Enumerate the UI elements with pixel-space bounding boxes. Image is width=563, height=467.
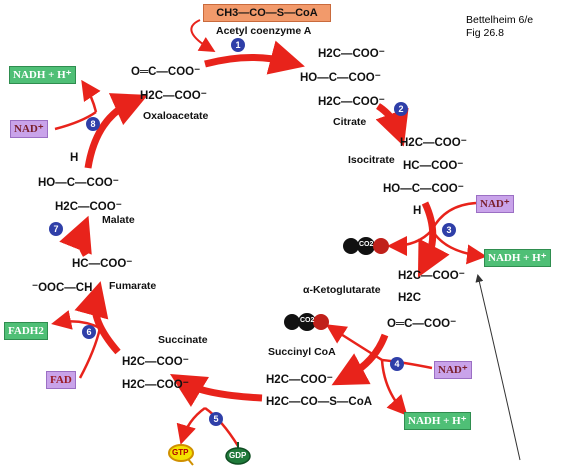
arrow-step-8 [84, 93, 148, 169]
pointer-line [475, 274, 521, 461]
nad-box-step-8: NAD⁺ [10, 120, 48, 138]
fumarate-label: Fumarate [109, 280, 157, 292]
arrow-co2-out-3 [387, 229, 433, 256]
alpha-ketoglutarate-line-1: H2C—COO⁻ [398, 270, 465, 282]
isocitrate-line-4: H [413, 205, 422, 217]
citrate-line-1: H2C—COO⁻ [318, 48, 385, 60]
arrow-step-4 [331, 333, 389, 386]
arrow-nadh-out-3 [430, 229, 487, 265]
fumarate-line-2: ⁻OOC—CH [32, 282, 93, 294]
citrate-line-2: HO—C—COO⁻ [300, 72, 381, 84]
arrow-step-3 [417, 201, 450, 278]
isocitrate-line-2: HC—COO⁻ [403, 160, 464, 172]
step-badge-6: 6 [82, 325, 96, 339]
gtp-badge [168, 444, 194, 466]
citrate-line-3: H2C—COO⁻ [318, 96, 385, 108]
citrate-label: Citrate [333, 116, 367, 128]
step-badge-7: 7 [49, 222, 63, 236]
succinate-label: Succinate [158, 334, 208, 346]
arrow-fadh2-out-6 [51, 310, 101, 330]
alpha-ketoglutarate-line-3: O═C—COO⁻ [387, 318, 457, 330]
succinyl-coa-label: Succinyl CoA [268, 346, 336, 358]
arrow-gtp-out-5 [176, 406, 206, 445]
succinate-line-1: H2C—COO⁻ [122, 356, 189, 368]
oxaloacetate-line-2: H2C—COO⁻ [140, 90, 207, 102]
arrow-co2-out-4 [325, 324, 383, 362]
acetyl-coa-label: Acetyl coenzyme A [216, 25, 312, 37]
arrow-nad-in-4 [381, 358, 433, 370]
arrow-step-7 [59, 215, 92, 257]
arrow-nadh-out-8 [81, 79, 101, 113]
arrow-gdp-in-5 [204, 406, 240, 447]
isocitrate-line-1: H2C—COO⁻ [400, 137, 467, 149]
succinyl-coa-line-1: H2C—COO⁻ [266, 374, 333, 386]
arrow-nadh-out-4 [380, 359, 408, 416]
alpha-ketoglutarate-label: α-Ketoglutarate [303, 284, 381, 296]
reference-line-1: Bettelheim 6/e [466, 14, 534, 26]
malate-line-1: H [70, 152, 79, 164]
fumarate-line-1: HC—COO⁻ [72, 258, 133, 270]
nadh-box-step-4: NADH + H⁺ [404, 412, 471, 430]
fadh2-box-step-6: FADH2 [4, 322, 48, 340]
isocitrate-label: Isocitrate [348, 154, 395, 166]
arrow-nad-in-3 [430, 201, 477, 231]
co2-molecule-3 [343, 237, 389, 255]
step-badge-8: 8 [86, 117, 100, 131]
reference-line-2: Fig 26.8 [466, 27, 504, 39]
arrow-acetyl-coa-in [190, 19, 216, 53]
oxaloacetate-line-1: O═C—COO⁻ [131, 66, 201, 78]
oxaloacetate-label: Oxaloacetate [143, 110, 209, 122]
isocitrate-line-3: HO—C—COO⁻ [383, 183, 464, 195]
gtp-label: GTP [172, 448, 189, 457]
co2-molecule-4 [284, 313, 329, 331]
co2-label-step-3: CO2 [359, 241, 374, 248]
malate-label: Malate [102, 214, 135, 226]
arrow-step-6 [74, 281, 121, 355]
step-badge-4: 4 [390, 357, 404, 371]
step-badge-5: 5 [209, 412, 223, 426]
arrow-nad-in-8 [54, 110, 97, 131]
arrow-step-2 [375, 103, 409, 147]
step-badge-1: 1 [231, 38, 245, 52]
arrow-step-5 [169, 374, 263, 408]
malate-line-3: H2C—COO⁻ [55, 201, 122, 213]
arrow-step-1 [204, 40, 305, 75]
succinyl-coa-line-2: H2C—CO—S—CoA [266, 396, 373, 408]
alpha-ketoglutarate-line-2: H2C [398, 292, 422, 304]
nadh-box-step-8: NADH + H⁺ [9, 66, 76, 84]
co2-label-step-4: CO2 [300, 317, 315, 324]
nad-box-step-4: NAD⁺ [434, 361, 472, 379]
arrow-fad-in-6 [78, 327, 102, 379]
nad-box-step-3: NAD⁺ [476, 195, 514, 213]
succinate-line-2: H2C—COO⁻ [122, 379, 189, 391]
gdp-badge [225, 442, 251, 465]
nadh-box-step-3: NADH + H⁺ [484, 249, 551, 267]
acetyl-coa-formula: CH3—CO—S—CoA [203, 4, 331, 22]
step-badge-3: 3 [442, 223, 456, 237]
gdp-label: GDP [229, 451, 247, 460]
fad-box-step-6: FAD [46, 371, 76, 389]
malate-line-2: HO—C—COO⁻ [38, 177, 119, 189]
step-badge-2: 2 [394, 102, 408, 116]
